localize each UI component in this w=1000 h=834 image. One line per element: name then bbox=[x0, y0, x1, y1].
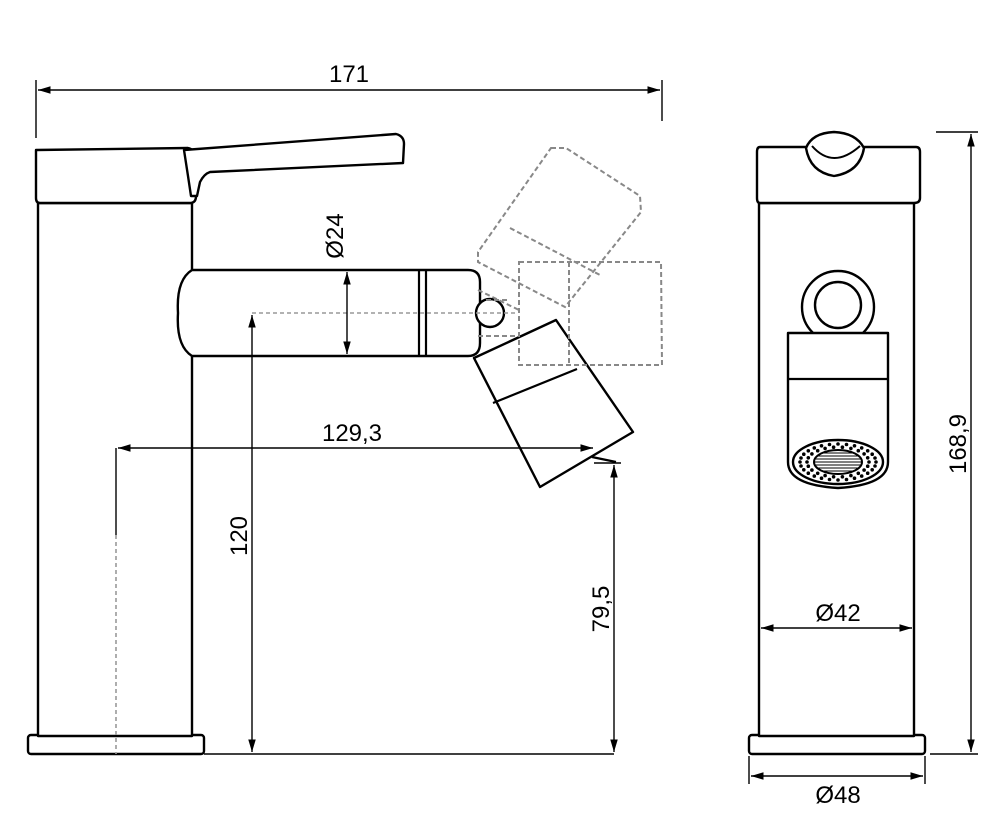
aerator-hole bbox=[831, 445, 836, 450]
aerator-hole bbox=[870, 468, 874, 472]
spout-reach-label: 129,3 bbox=[322, 420, 382, 447]
aerator-hole bbox=[819, 476, 824, 481]
dimension-outlet-height: 79,5 bbox=[588, 462, 621, 752]
aerator-hole bbox=[810, 468, 814, 472]
dimension-spout-center-height: 120 bbox=[204, 315, 614, 755]
aerator-hole bbox=[812, 446, 817, 450]
aerator-hole bbox=[865, 471, 870, 476]
front-lever-handle bbox=[804, 130, 866, 178]
aerator-hole bbox=[831, 475, 836, 479]
lever-diameter-label: Ø24 bbox=[322, 213, 349, 258]
side-aerator-position-up-band bbox=[509, 227, 601, 276]
side-aerator-band bbox=[492, 367, 578, 405]
aerator-hole bbox=[812, 474, 817, 478]
aerator-hole bbox=[859, 446, 864, 450]
aerator-hole bbox=[802, 452, 806, 457]
side-body-column bbox=[36, 201, 194, 738]
aerator-hole bbox=[805, 460, 809, 464]
side-aerator-position-up bbox=[477, 147, 643, 309]
base-diameter-label: Ø48 bbox=[815, 782, 860, 809]
aerator-hole bbox=[836, 442, 840, 446]
aerator-hole bbox=[874, 460, 878, 464]
aerator-hole bbox=[870, 452, 874, 457]
spout-center-height-label: 120 bbox=[226, 516, 253, 556]
front-lever-inner bbox=[811, 145, 861, 159]
aerator-hole bbox=[799, 464, 803, 468]
dimension-base-diameter: Ø48 bbox=[748, 756, 926, 809]
aerator-hole bbox=[836, 478, 840, 482]
aerator-hole bbox=[844, 442, 849, 447]
aerator-hole bbox=[823, 446, 827, 451]
overall-width-label: 171 bbox=[329, 61, 369, 88]
front-view bbox=[747, 130, 927, 756]
aerator-hole bbox=[827, 477, 832, 482]
aerator-hole bbox=[873, 464, 877, 468]
aerator-hole bbox=[819, 444, 824, 448]
aerator-hole bbox=[849, 473, 853, 478]
aerator-hole bbox=[806, 449, 811, 453]
aerator-hole bbox=[865, 464, 870, 469]
overall-height-label: 168,9 bbox=[945, 414, 972, 474]
aerator-hole bbox=[802, 468, 806, 472]
aerator-hole bbox=[865, 449, 870, 453]
aerator-hole bbox=[806, 471, 811, 476]
aerator-hole bbox=[844, 477, 849, 482]
aerator-hole bbox=[862, 468, 866, 472]
body-diameter-label: Ø42 bbox=[815, 600, 860, 627]
side-base-plate bbox=[26, 733, 206, 756]
side-lever-handle bbox=[182, 132, 406, 198]
dimension-body-diameter: Ø42 bbox=[761, 600, 912, 632]
dimension-lever-diameter: Ø24 bbox=[322, 213, 351, 354]
aerator-hole bbox=[856, 471, 861, 476]
aerator-hole bbox=[840, 445, 845, 450]
front-joint-ring-inner bbox=[813, 280, 863, 330]
aerator-hole bbox=[873, 456, 877, 460]
side-aerator-outlet bbox=[591, 455, 617, 464]
aerator-hole bbox=[823, 473, 827, 478]
side-joint-hidden-lines bbox=[477, 289, 520, 337]
front-aerator-holes bbox=[798, 442, 878, 482]
aerator-hole bbox=[852, 444, 857, 448]
side-view bbox=[26, 132, 664, 756]
aerator-hole bbox=[859, 474, 864, 478]
aerator-hole bbox=[849, 446, 853, 451]
aerator-hole bbox=[799, 456, 803, 460]
aerator-hole bbox=[867, 460, 871, 464]
aerator-hole bbox=[806, 456, 811, 460]
aerator-hole bbox=[806, 464, 811, 469]
aerator-hole bbox=[856, 448, 861, 453]
aerator-hole bbox=[852, 476, 857, 481]
dimension-spout-reach: 129,3 bbox=[115, 420, 593, 535]
aerator-hole bbox=[865, 456, 870, 460]
aerator-hole bbox=[827, 442, 832, 447]
front-base-plate bbox=[747, 733, 927, 756]
side-aerator-head bbox=[472, 318, 635, 489]
aerator-hole bbox=[815, 471, 820, 476]
outlet-height-label: 79,5 bbox=[588, 586, 615, 633]
aerator-hole bbox=[810, 452, 814, 456]
aerator-hole bbox=[862, 452, 866, 456]
aerator-hole bbox=[798, 460, 802, 464]
dimension-overall-height: 168,9 bbox=[930, 131, 978, 755]
side-cartridge-cap bbox=[34, 146, 198, 205]
aerator-hole bbox=[815, 448, 820, 453]
aerator-hole bbox=[840, 475, 845, 479]
dimension-overall-width: 171 bbox=[35, 61, 663, 138]
